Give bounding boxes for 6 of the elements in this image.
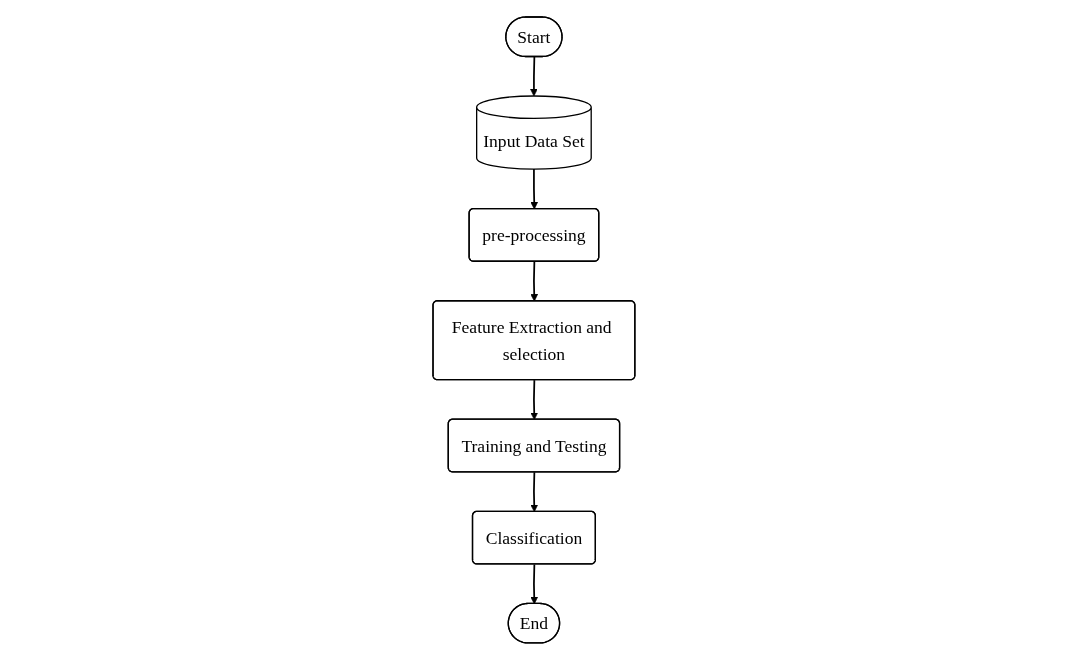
arrow	[529, 260, 538, 302]
arrow	[529, 56, 538, 97]
arrow	[529, 168, 538, 210]
arrow	[529, 563, 538, 605]
arrow	[529, 471, 538, 513]
arrow	[529, 379, 538, 420]
